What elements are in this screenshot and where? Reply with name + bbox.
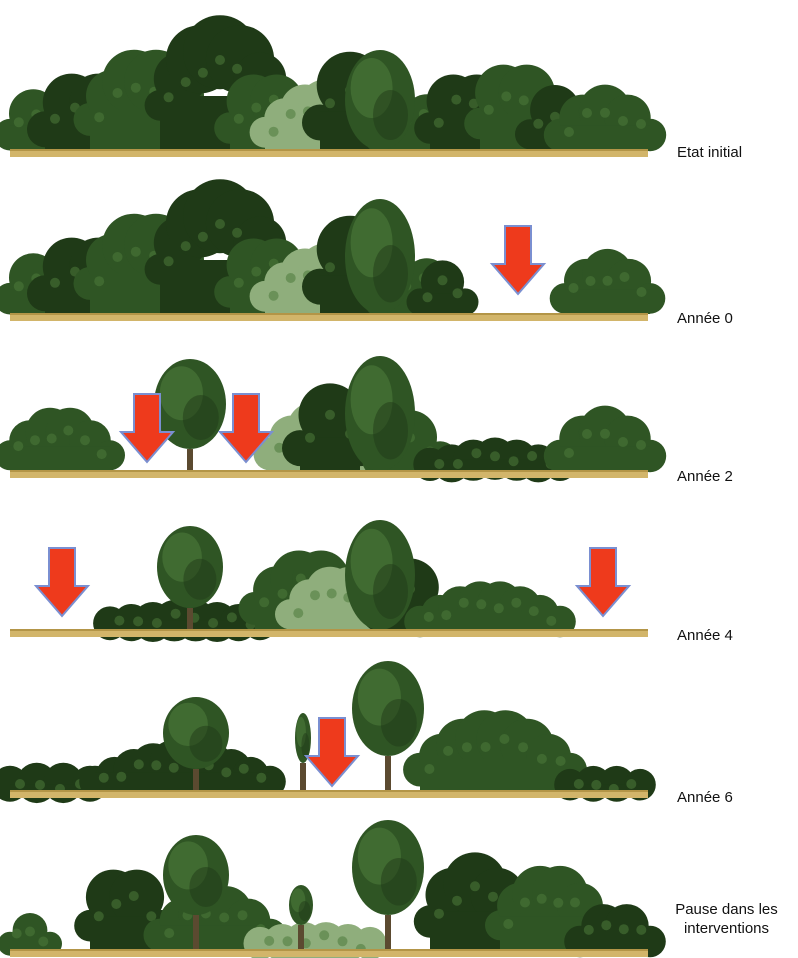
shrub bbox=[403, 710, 587, 791]
stage-label-year-2: Année 2 bbox=[677, 468, 733, 485]
cut-arrow-icon bbox=[217, 393, 275, 464]
tree bbox=[345, 50, 415, 150]
stage-panel-year-0 bbox=[0, 179, 666, 321]
ground-strip bbox=[10, 470, 648, 478]
tree bbox=[295, 713, 311, 791]
cut-arrow-icon bbox=[303, 717, 361, 788]
tree bbox=[289, 885, 313, 950]
tree bbox=[157, 526, 223, 630]
cut-arrow-icon bbox=[118, 393, 176, 464]
shrub bbox=[564, 904, 666, 958]
stage-label-year-4: Année 4 bbox=[677, 627, 733, 644]
stage-panel-year-6 bbox=[0, 661, 656, 804]
cut-arrow-icon bbox=[574, 547, 632, 618]
stage-label-initial: Etat initial bbox=[677, 144, 743, 161]
stage-label-pause: Pause dans les interventions bbox=[675, 901, 778, 937]
ground-strip bbox=[10, 629, 648, 637]
tree bbox=[154, 359, 226, 471]
stage-label-year-6: Année 6 bbox=[677, 789, 733, 806]
stage-panel-initial bbox=[0, 15, 667, 157]
tree bbox=[163, 835, 229, 950]
shrub bbox=[406, 260, 479, 316]
shrub bbox=[543, 405, 667, 473]
shrub bbox=[549, 248, 666, 314]
ground-strip bbox=[10, 149, 648, 157]
ground-strip bbox=[10, 790, 648, 798]
stage-panel-year-4 bbox=[10, 520, 648, 642]
stage-panel-year-2 bbox=[0, 356, 667, 483]
cut-arrow-icon bbox=[489, 225, 547, 296]
shrub bbox=[543, 84, 667, 152]
stage-panel-pause bbox=[0, 820, 666, 958]
tree bbox=[352, 820, 424, 950]
ground-strip bbox=[10, 313, 648, 321]
tree bbox=[345, 520, 415, 630]
tree bbox=[352, 661, 424, 791]
tree bbox=[163, 697, 229, 791]
ground-strip bbox=[10, 949, 648, 957]
stage-label-year-0: Année 0 bbox=[677, 310, 733, 327]
tree bbox=[345, 199, 415, 314]
tree bbox=[345, 356, 415, 471]
cut-arrow-icon bbox=[33, 547, 91, 618]
shrub bbox=[0, 407, 125, 471]
